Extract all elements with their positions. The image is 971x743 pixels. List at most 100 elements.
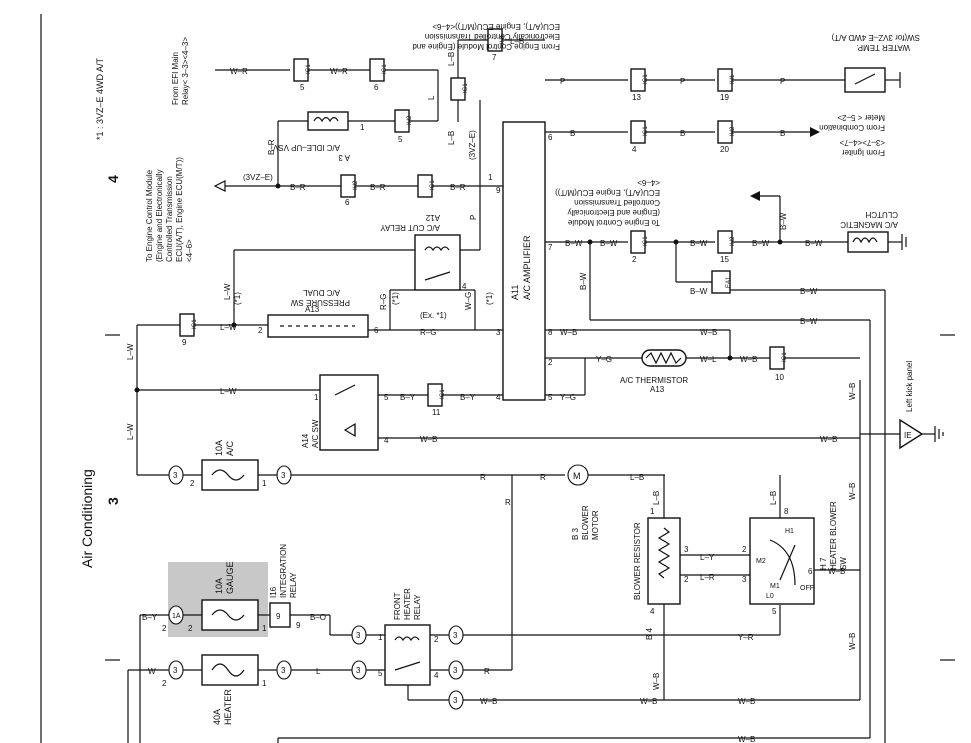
svg-text:W–B: W–B	[848, 633, 857, 650]
svg-text:IG1: IG1	[643, 74, 649, 84]
ac-fuse-name: A/C	[225, 440, 235, 456]
svg-text:B–W: B–W	[579, 272, 588, 290]
cut-relay-coil	[424, 246, 450, 252]
water-temp-name1: WATER TEMP.	[857, 43, 911, 52]
svg-text:B: B	[780, 129, 785, 138]
connector-ig1-lb: IG1	[450, 77, 469, 101]
blower-motor-m: M	[573, 471, 581, 481]
svg-text:1A: 1A	[172, 613, 181, 620]
svg-text:EA1: EA1	[726, 276, 732, 288]
note-ex1: (Ex. *1)	[420, 311, 447, 320]
connector-3-relay-b: 3	[351, 660, 367, 680]
svg-text:R: R	[540, 473, 546, 482]
connector-3-relay-a: 3	[351, 625, 367, 645]
blower-motor-name1: BLOWER	[581, 505, 590, 540]
svg-text:IG1: IG1	[382, 64, 388, 74]
svg-text:8: 8	[548, 328, 553, 337]
connector-ig1-br: IG1	[417, 174, 436, 198]
svg-text:11: 11	[432, 408, 441, 417]
svg-text:From EFI Main: From EFI Main	[171, 52, 180, 105]
integration-relay-pin: 9	[276, 612, 281, 621]
ac-fuse-rating: 10A	[214, 440, 224, 456]
svg-text:ECU(A/T), Engine ECU(M/T)): ECU(A/T), Engine ECU(M/T))	[175, 157, 184, 262]
svg-text:P: P	[560, 77, 565, 86]
svg-text:B–W: B–W	[805, 239, 823, 248]
svg-text:B–O: B–O	[310, 613, 326, 622]
magnetic-clutch-name2: CLUTCH	[865, 210, 898, 219]
wire-color-labels: W B–Y L B–O Y–R R R R R W–B W–B W–B W–B …	[142, 37, 845, 743]
svg-text:9: 9	[496, 186, 501, 195]
svg-text:B–W: B–W	[690, 287, 708, 296]
svg-text:Y–G: Y–G	[560, 393, 576, 402]
note-efi-main: From EFI Main Relay< 3–3><4–3>	[171, 37, 190, 105]
column-number-4: 4	[105, 175, 121, 183]
svg-text:6: 6	[374, 326, 379, 335]
magnetic-clutch-coil	[852, 237, 878, 244]
idle-vsv-id: A 3	[338, 153, 350, 162]
svg-text:L–W: L–W	[220, 387, 237, 396]
svg-text:13: 13	[632, 93, 641, 102]
idle-vsv-name: A/C IDLE–UP VSV	[272, 143, 340, 152]
svg-text:To Engine Control Module: To Engine Control Module	[567, 218, 660, 227]
svg-text:1: 1	[488, 173, 493, 182]
gauge-fuse-box	[201, 599, 259, 631]
svg-text:B–W: B–W	[565, 239, 583, 248]
svg-text:L–B: L–B	[447, 131, 456, 145]
svg-text:ECU(A/T), Engine ECU(M/T))<4–: ECU(A/T), Engine ECU(M/T))<4–6>	[432, 22, 560, 31]
gauge-fuse-element	[211, 609, 245, 621]
svg-text:IG1: IG1	[306, 64, 312, 74]
svg-text:4: 4	[496, 393, 501, 402]
svg-text:4: 4	[434, 671, 439, 680]
ac-sw-id: A14	[301, 433, 310, 448]
blower-motor-name2: MOTOR	[591, 510, 600, 540]
svg-text:10: 10	[775, 373, 784, 382]
svg-text:B: B	[680, 129, 685, 138]
svg-text:L–W: L–W	[126, 423, 135, 440]
svg-text:3: 3	[742, 575, 747, 584]
svg-text:L: L	[427, 95, 436, 100]
svg-text:R: R	[484, 667, 490, 676]
connector-ih1-top: IH1	[487, 28, 506, 52]
svg-text:9: 9	[296, 621, 301, 630]
svg-text:W–B: W–B	[480, 697, 497, 706]
ac-sw-name: A/C SW	[311, 419, 320, 448]
pin-m2: M2	[756, 558, 766, 565]
connector-ih1-19: IH1	[717, 68, 736, 92]
svg-text:IG1: IG1	[782, 352, 788, 362]
integration-relay-name1: INTEGRATION	[279, 544, 288, 598]
svg-text:L–Y: L–Y	[700, 553, 715, 562]
svg-text:From Igniter: From Igniter	[842, 148, 885, 157]
svg-text:L–W: L–W	[126, 343, 135, 360]
svg-text:IH1: IH1	[500, 34, 506, 44]
front-heater-relay-name3: RELAY	[413, 594, 422, 620]
pressure-sw-name2: PRESSURE SW	[290, 298, 350, 307]
svg-text:Controlled Transmission: Controlled Transmission	[574, 198, 660, 207]
svg-text:6: 6	[374, 83, 379, 92]
blower-resistor-box	[647, 517, 681, 605]
svg-text:1: 1	[262, 479, 267, 488]
svg-text:W–R: W–R	[230, 67, 248, 76]
connector-1a-gauge: 1A	[168, 605, 184, 625]
svg-text:L–B: L–B	[510, 37, 524, 46]
svg-text:B–Y: B–Y	[400, 393, 416, 402]
pressure-sw-name1: A/C DUAL	[303, 288, 340, 297]
svg-text:W–B: W–B	[820, 435, 837, 444]
heater-blower-sw-arc	[769, 539, 796, 586]
svg-text:IG1: IG1	[192, 319, 198, 329]
svg-text:L–R: L–R	[700, 573, 715, 582]
svg-text:1: 1	[262, 624, 267, 633]
svg-text:W–B: W–B	[740, 355, 757, 364]
svg-text:Meter < 5–2>: Meter < 5–2>	[837, 113, 885, 122]
connector-3-relay-c: 3	[448, 625, 464, 645]
svg-text:W–G: W–G	[464, 292, 473, 310]
pin-m1: M1	[770, 583, 780, 590]
svg-text:Controlled Transmission: Controlled Transmission	[165, 176, 174, 262]
svg-text:W–B: W–B	[848, 383, 857, 400]
connector-ig1-wr-right: IG1	[369, 58, 388, 82]
connector-ih2-15: IH2	[717, 230, 736, 254]
water-temp-sw-box	[844, 67, 886, 93]
svg-text:<4–6>: <4–6>	[637, 178, 660, 187]
svg-text:3: 3	[281, 471, 286, 480]
amplifier-box	[502, 121, 546, 401]
svg-text:IG1: IG1	[643, 236, 649, 246]
